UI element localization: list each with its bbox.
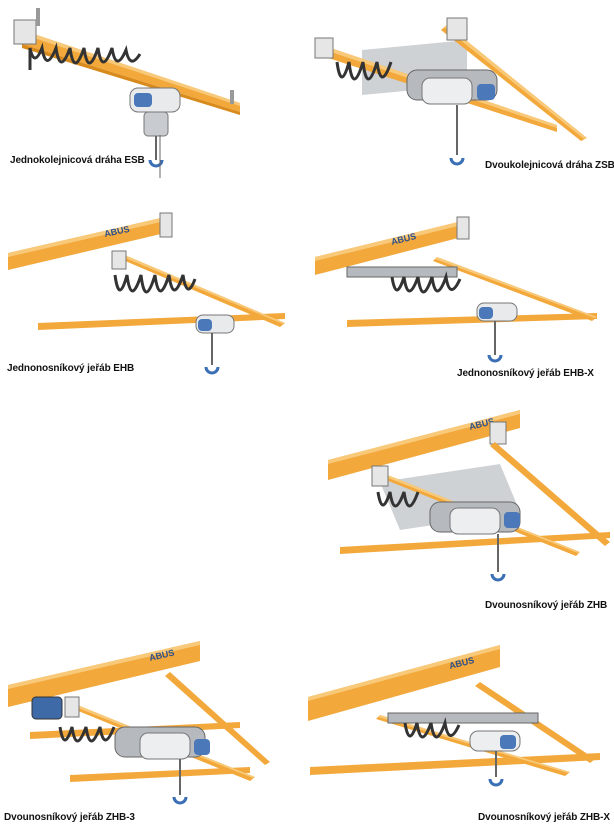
caption-zhbx: Dvounosníkový jeřáb ZHB-X	[478, 812, 610, 823]
ehb-illustration: ABUS	[8, 212, 285, 375]
zsb-illustration	[314, 17, 587, 166]
crane-ehb: ABUS Jednonosníkový jeřáb EHB	[0, 195, 300, 390]
crane-zhbx: ABUS Dvounosníkový jeřáb ZHB-X	[300, 627, 614, 836]
crane-ehbx: ABUS Jednonosníkový jeřáb EHB-X	[307, 195, 614, 390]
crane-zsb: Dvoukolejnicová dráha ZSB	[307, 0, 614, 185]
esb-illustration	[13, 8, 240, 178]
caption-zsb: Dvoukolejnicová dráha ZSB	[485, 160, 614, 171]
ehbx-illustration: ABUS	[315, 216, 597, 363]
zhb3-illustration: ABUS	[8, 641, 270, 805]
crane-zhb: ABUS Dvounosníkový jeřáb ZHB	[320, 402, 614, 617]
caption-ehb: Jednonosníkový jeřáb EHB	[7, 363, 135, 374]
caption-zhb3: Dvounosníkový jeřáb ZHB-3	[4, 812, 135, 823]
caption-ehbx: Jednonosníkový jeřáb EHB-X	[457, 368, 594, 379]
crane-esb: Jednokolejnicová dráha ESB	[0, 0, 300, 185]
caption-zhb: Dvounosníkový jeřáb ZHB	[485, 600, 608, 611]
crane-zhb3: ABUS Dvounosníkový jeřáb ZHB-3	[0, 627, 300, 836]
caption-esb: Jednokolejnicová dráha ESB	[10, 155, 145, 166]
zhb-illustration: ABUS	[328, 410, 610, 582]
zhbx-illustration: ABUS	[308, 645, 600, 787]
